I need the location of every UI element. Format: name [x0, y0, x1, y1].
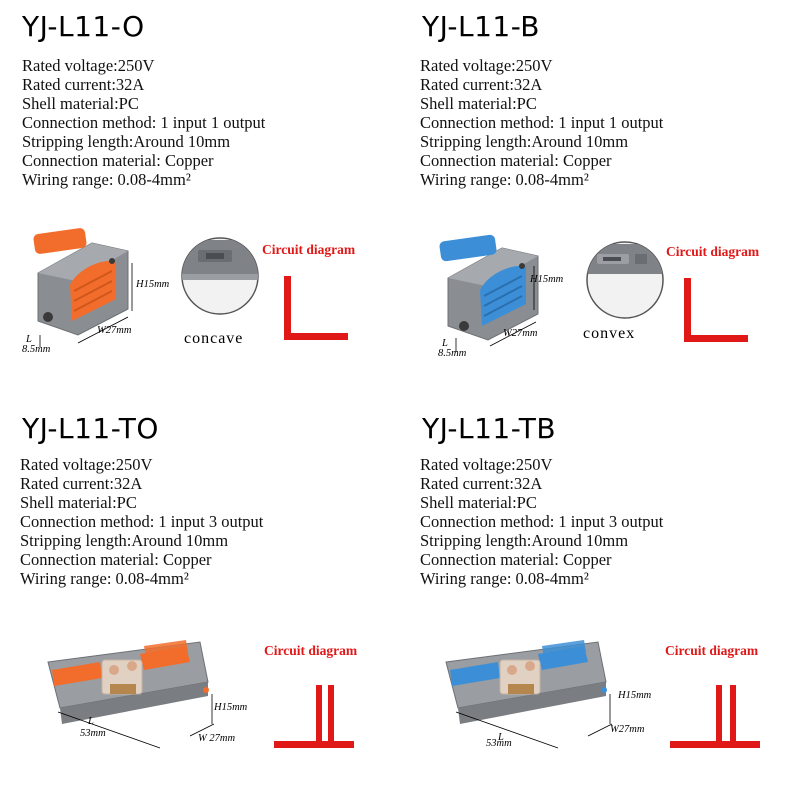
- circuit-diagram-label: Circuit diagram: [666, 244, 760, 259]
- detail-zoom-circle: [586, 241, 664, 319]
- spec-rated-current: Rated current:32A: [420, 75, 543, 94]
- detail-zoom-circle: [181, 237, 259, 315]
- spec-stripping-length: Stripping length:Around 10mm: [420, 531, 629, 550]
- product-yj-l11-tb: YJ-L11-TB Rated voltage:250V Rated curre…: [400, 400, 800, 800]
- model-title: YJ-L11-TB: [422, 412, 557, 445]
- spec-rated-current: Rated current:32A: [22, 75, 145, 94]
- dim-length-top: L: [498, 732, 504, 743]
- dim-length-top: L: [88, 716, 94, 727]
- dim-length-top: L: [442, 338, 448, 349]
- dim-height: H15mm: [136, 279, 170, 290]
- dim-length-bottom: 53mm: [80, 728, 106, 739]
- dim-length-top: L: [26, 334, 32, 345]
- spec-connection-material: Connection material: Copper: [420, 550, 612, 569]
- spec-connection-material: Connection material: Copper: [22, 151, 214, 170]
- spec-stripping-length: Stripping length:Around 10mm: [420, 132, 629, 151]
- spec-stripping-length: Stripping length:Around 10mm: [22, 132, 231, 151]
- connector-image: [33, 228, 133, 347]
- spec-list: Rated voltage:250V Rated current:32A She…: [20, 455, 263, 588]
- circuit-diagram-l: [684, 278, 748, 342]
- dim-width: W27mm: [97, 325, 132, 336]
- product-yj-l11-o: YJ-L11-O Rated voltage:250V Rated curren…: [0, 0, 400, 400]
- circuit-diagram-t: [670, 685, 760, 748]
- spec-list: Rated voltage:250V Rated current:32A She…: [420, 455, 663, 588]
- spec-rated-voltage: Rated voltage:250V: [20, 455, 153, 474]
- spec-rated-current: Rated current:32A: [420, 474, 543, 493]
- dim-width: W27mm: [503, 328, 538, 339]
- spec-rated-voltage: Rated voltage:250V: [420, 56, 553, 75]
- spec-shell-material: Shell material:PC: [420, 94, 537, 113]
- detail-label: concave: [184, 330, 244, 347]
- circuit-diagram-t: [274, 685, 354, 748]
- spec-list: Rated voltage:250V Rated current:32A She…: [420, 56, 663, 189]
- spec-rated-voltage: Rated voltage:250V: [420, 455, 553, 474]
- spec-wiring-range: Wiring range: 0.08-4mm²: [420, 569, 589, 588]
- spec-shell-material: Shell material:PC: [20, 493, 137, 512]
- model-title: YJ-L11-B: [422, 10, 541, 43]
- dim-height: H15mm: [618, 690, 652, 701]
- spec-shell-material: Shell material:PC: [22, 94, 139, 113]
- dim-height: H15mm: [530, 274, 564, 285]
- dim-length-bottom: 8.5mm: [438, 348, 467, 359]
- circuit-diagram-label: Circuit diagram: [665, 643, 759, 658]
- dim-height: H15mm: [214, 702, 248, 713]
- spec-connection-method: Connection method: 1 input 3 output: [420, 512, 664, 531]
- spec-connection-method: Connection method: 1 input 1 output: [420, 113, 664, 132]
- product-yj-l11-to: YJ-L11-TO Rated voltage:250V Rated curre…: [0, 400, 400, 800]
- model-title: YJ-L11-O: [22, 10, 145, 43]
- spec-rated-current: Rated current:32A: [20, 474, 143, 493]
- product-yj-l11-b: YJ-L11-B Rated voltage:250V Rated curren…: [400, 0, 800, 400]
- model-title: YJ-L11-TO: [22, 412, 159, 445]
- spec-connection-material: Connection material: Copper: [20, 550, 212, 569]
- spec-connection-method: Connection method: 1 input 1 output: [22, 113, 266, 132]
- spec-list: Rated voltage:250V Rated current:32A She…: [22, 56, 265, 189]
- dim-width: W27mm: [610, 724, 645, 735]
- spec-stripping-length: Stripping length:Around 10mm: [20, 531, 229, 550]
- spec-shell-material: Shell material:PC: [420, 493, 537, 512]
- spec-wiring-range: Wiring range: 0.08-4mm²: [420, 170, 589, 189]
- spec-connection-method: Connection method: 1 input 3 output: [20, 512, 264, 531]
- spec-wiring-range: Wiring range: 0.08-4mm²: [20, 569, 189, 588]
- circuit-diagram-l: [284, 276, 348, 340]
- circuit-diagram-label: Circuit diagram: [264, 643, 358, 658]
- spec-wiring-range: Wiring range: 0.08-4mm²: [22, 170, 191, 189]
- connector-image: [439, 234, 539, 352]
- dim-length-bottom: 8.5mm: [22, 344, 51, 355]
- connector-image: [47, 640, 215, 749]
- spec-connection-material: Connection material: Copper: [420, 151, 612, 170]
- dim-width: W 27mm: [198, 733, 236, 744]
- dim-length-bottom: 53mm: [486, 738, 512, 749]
- spec-rated-voltage: Rated voltage:250V: [22, 56, 155, 75]
- circuit-diagram-label: Circuit diagram: [262, 242, 356, 257]
- detail-label: convex: [583, 325, 636, 342]
- connector-image: [445, 640, 613, 749]
